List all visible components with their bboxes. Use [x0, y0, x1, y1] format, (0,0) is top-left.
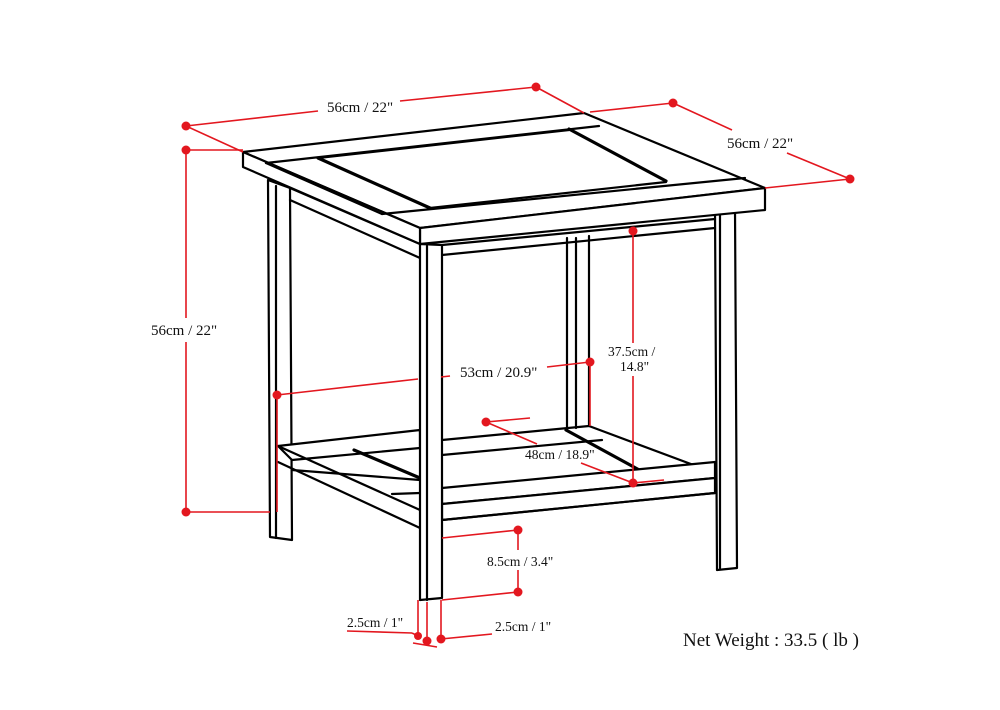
depth-dimension: 56cm / 22"	[535, 86, 855, 189]
inner-width-label: 53cm / 20.9"	[460, 365, 537, 381]
height-dimension: 56cm / 22"	[151, 145, 270, 517]
shelf-clearance-label-line1: 37.5cm /	[608, 344, 655, 359]
tabletop	[241, 111, 767, 246]
leg-width-left-label: 2.5cm / 1"	[347, 615, 403, 630]
shelf-height-dimension: 8.5cm / 3.4"	[441, 525, 553, 601]
height-label: 56cm / 22"	[151, 323, 217, 339]
shelf-height-label: 8.5cm / 3.4"	[487, 554, 553, 569]
back-right-leg	[565, 234, 591, 432]
shelf-depth-label: 48cm / 18.9"	[525, 447, 595, 462]
shelf-depth-dimension: 48cm / 18.9"	[481, 417, 665, 484]
shelf-clearance-label-line2: 14.8"	[620, 359, 649, 374]
inner-width-dimension: 53cm / 20.9"	[272, 357, 595, 512]
left-leg	[266, 178, 294, 542]
shelf-clearance-dimension: 37.5cm / 14.8"	[608, 226, 655, 488]
depth-label: 56cm / 22"	[727, 136, 793, 152]
front-leg	[418, 242, 444, 602]
leg-width-right-label: 2.5cm / 1"	[495, 619, 551, 634]
table-drawing	[241, 111, 767, 602]
width-dimension: 56cm / 22"	[181, 82, 541, 153]
lower-shelf	[276, 424, 717, 530]
width-label: 56cm / 22"	[327, 100, 393, 116]
leg-width-dimension: 2.5cm / 1" 2.5cm / 1"	[346, 600, 551, 648]
dimension-lines: 56cm / 22" 56cm / 22" 56cm / 22"	[151, 82, 855, 648]
right-leg	[713, 207, 739, 572]
net-weight-label: Net Weight : 33.5 ( lb )	[683, 630, 859, 651]
